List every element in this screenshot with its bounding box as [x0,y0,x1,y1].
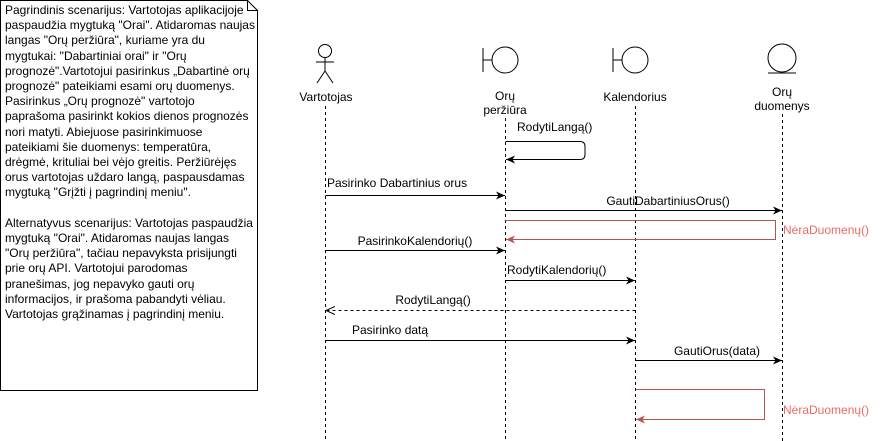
boundary-icon [482,46,519,74]
message-label: GautiDabartiniusOrus() [606,194,729,208]
boundary-icon [612,46,649,74]
entity-icon [767,43,797,74]
note-shape [0,0,258,391]
message-label: Pasirinko datą [352,323,428,337]
boundary-kalendorius: Kalendorius [603,46,667,104]
boundary2-label: Kalendorius [603,90,666,104]
boundary-oru-perziura: Orų peržiūra [482,46,527,117]
message-rodytilanga-self: RodytiLangą() [505,120,592,164]
message-label: NėraDuomenų() [783,223,869,237]
message-rodyti-kalendoriu: RodytiKalendorių() [505,263,635,285]
actor-vartotojas: Vartotojas [299,44,353,104]
message-label: RodytiLangą() [395,293,470,307]
message-pasirinko-data: Pasirinko datą [325,323,635,345]
entity-oru-duomenys: Orų duomenys [754,43,810,113]
message-label: NėraDuomenų() [783,403,869,417]
actor-icon [316,44,334,84]
entity-label-line1: Orų [772,85,792,99]
scenario-note: Pagrindinis scenarijus: Vartotojas aplik… [0,0,258,391]
boundary1-label-line1: Orų [495,89,515,103]
scenario-note-text: Pagrindinis scenarijus: Vartotojas aplik… [5,3,255,322]
message-label: RodytiKalendorių() [507,263,606,277]
message-gauti-dabartinius-orus: GautiDabartiniusOrus() [505,194,782,215]
entity-label-line2: duomenys [754,99,809,113]
boundary1-label-line2: peržiūra [483,103,527,117]
message-nera-duomenu-1: NėraDuomenų() [505,220,869,244]
message-pasirinko-dabartinius-orus: Pasirinko Dabartinius orus [325,176,505,200]
message-label: GautiOrus(data) [674,344,760,358]
actor-label: Vartotojas [299,90,352,104]
message-nera-duomenu-2: NėraDuomenų() [635,389,869,424]
message-rodytilanga-return: RodytiLangą() [326,293,636,311]
message-pasirinko-kalendoriu: PasirinkoKalendorių() [325,234,505,255]
message-label: RodytiLangą() [517,120,592,134]
message-label: Pasirinko Dabartinius orus [327,176,467,190]
message-gauti-orus-data: GautiOrus(data) [635,344,782,365]
message-label: PasirinkoKalendorių() [358,234,473,248]
